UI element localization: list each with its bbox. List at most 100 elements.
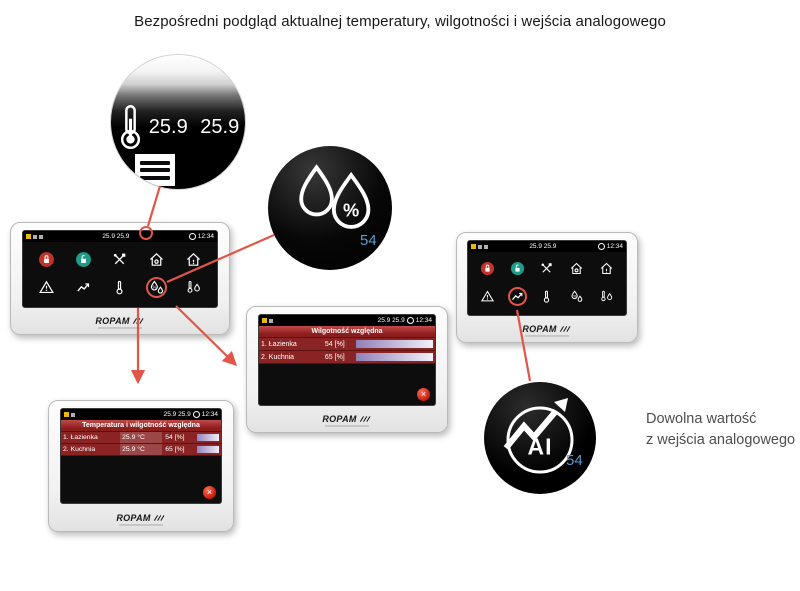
panel-screen: 25.9 25.9 12:34 % [467, 240, 627, 316]
brand-name: ROPAM [116, 513, 151, 523]
sensor-name: 1. Łazienka [63, 434, 98, 441]
tools-icon[interactable] [539, 261, 554, 276]
sensor-value: 65 [%] [324, 353, 345, 361]
analog-caption-line2: z wejścia analogowego [646, 432, 796, 449]
disarm-icon[interactable] [510, 261, 525, 276]
status-gsm-icon [269, 318, 273, 323]
house-settings-icon[interactable] [569, 261, 584, 276]
panel-screen: 25.9 25.9 12:34 % [22, 230, 218, 308]
status-time: 12:34 [197, 233, 215, 240]
analog-caption: Dowolna wartość z wejścia analogowego [646, 409, 795, 451]
analog-input-magnifier: AI 54 [484, 382, 596, 494]
svg-text:%: % [153, 285, 157, 290]
screen-title: Wilgotność względna [259, 326, 435, 338]
warning-icon[interactable] [38, 279, 55, 296]
sensor-name: 1. Łazienka [261, 340, 297, 348]
brand-name: ROPAM [522, 324, 557, 334]
status-bar: 25.9 25.9 12:34 [23, 231, 217, 242]
brand-name: ROPAM [322, 414, 357, 424]
humidity-screen-panel: 25.9 25.9 12:34 Wilgotność względna 1. Ł… [246, 306, 448, 433]
humidity-magnifier: % 54 [268, 146, 392, 270]
clock-icon [406, 317, 414, 324]
magnified-menu-stripes [135, 154, 175, 186]
sensor-humidity: 54 [%] [165, 434, 185, 441]
sensor-value: 54 [%] [324, 340, 345, 348]
brand-slashes-icon [559, 326, 571, 332]
thermometer-icon [120, 104, 140, 150]
arm-icon[interactable] [38, 251, 55, 268]
humidity-icon[interactable]: % [569, 289, 584, 304]
status-gsm-icon [71, 412, 75, 417]
temperature-values: 25.9 25.9 [148, 115, 240, 138]
sensor-row: 1. Łazienka 54 [%] [259, 338, 435, 351]
callout-line-temperature [146, 185, 162, 227]
temperature-readout: 25.9 25.9 [111, 55, 245, 189]
status-armed-icon [262, 318, 267, 323]
touch-panel-main: 25.9 25.9 12:34 % ROPAM [10, 222, 230, 335]
status-temperatures: 25.9 25.9 [102, 233, 130, 240]
status-bar: 25.9 25.9 12:34 [61, 409, 221, 420]
humidity-icon[interactable]: % [148, 279, 165, 296]
brand-logo: ROPAM [457, 324, 637, 337]
status-bar: 25.9 25.9 12:34 [468, 241, 626, 252]
value-bar [356, 340, 433, 348]
disarm-icon[interactable] [75, 251, 92, 268]
status-time: 12:34 [201, 411, 218, 418]
thermometer-icon[interactable] [111, 279, 128, 296]
menu-icon-grid: % [23, 242, 217, 307]
touch-panel-secondary: 25.9 25.9 12:34 % ROPAM [456, 232, 638, 343]
chart-icon[interactable] [75, 279, 92, 296]
house-settings-icon[interactable] [148, 251, 165, 268]
warning-icon[interactable] [480, 289, 495, 304]
tools-icon[interactable] [111, 251, 128, 268]
clock-icon [188, 233, 196, 240]
status-temperatures: 25.9 25.9 [163, 411, 191, 418]
brand-logo: ROPAM [247, 414, 447, 427]
page-title: Bezpośredni podgląd aktualnej temperatur… [134, 13, 666, 30]
temp-humidity-icon[interactable] [599, 289, 614, 304]
status-temperatures: 25.9 25.9 [529, 243, 557, 250]
house-alert-icon[interactable] [185, 251, 202, 268]
sensor-row: 2. Kuchnia 25.9 °C 65 [%] [61, 444, 221, 456]
value-bar [356, 353, 433, 361]
status-speaker-icon [484, 244, 488, 249]
status-time: 12:34 [415, 317, 432, 324]
thermometer-icon[interactable] [539, 289, 554, 304]
status-gsm-icon [478, 244, 482, 249]
arm-icon[interactable] [480, 261, 495, 276]
analog-value: 54 [566, 452, 583, 469]
status-gsm-icon [33, 234, 37, 239]
sensor-temperature: 25.9 °C [120, 432, 163, 443]
status-temperatures: 25.9 25.9 [377, 317, 405, 324]
house-alert-icon[interactable] [599, 261, 614, 276]
humidity-value: 54 [360, 232, 377, 249]
brand-logo: ROPAM [11, 316, 229, 329]
brand-slashes-icon [359, 416, 371, 422]
temperature-screen-panel: 25.9 25.9 12:34 Temperatura i wilgotność… [48, 400, 234, 532]
close-button[interactable]: × [203, 486, 216, 499]
sensor-name: 2. Kuchnia [261, 353, 295, 361]
value-bar [197, 446, 219, 453]
sensor-name: 2. Kuchnia [63, 446, 96, 453]
status-speaker-icon [39, 234, 43, 239]
ai-label: AI [527, 433, 553, 460]
sensor-humidity: 65 [%] [165, 446, 185, 453]
panel-screen: 25.9 25.9 12:34 Temperatura i wilgotność… [60, 408, 222, 504]
chart-icon[interactable] [510, 289, 525, 304]
humidity-drops-icon: % [299, 164, 371, 229]
panel-screen: 25.9 25.9 12:34 Wilgotność względna 1. Ł… [258, 314, 436, 406]
svg-text:%: % [343, 199, 359, 220]
status-armed-icon [471, 244, 476, 249]
status-armed-icon [64, 412, 69, 417]
svg-text:%: % [573, 294, 577, 298]
temp-humidity-icon[interactable] [185, 279, 202, 296]
close-button[interactable]: × [417, 388, 430, 401]
clock-icon [597, 243, 605, 250]
analog-caption-line1: Dowolna wartość [646, 411, 757, 427]
brand-name: ROPAM [95, 316, 130, 326]
sensor-row: 1. Łazienka 25.9 °C 54 [%] [61, 432, 221, 444]
sensor-temperature: 25.9 °C [120, 444, 163, 455]
brand-slashes-icon [153, 515, 165, 521]
sensor-row: 2. Kuchnia 65 [%] [259, 351, 435, 364]
